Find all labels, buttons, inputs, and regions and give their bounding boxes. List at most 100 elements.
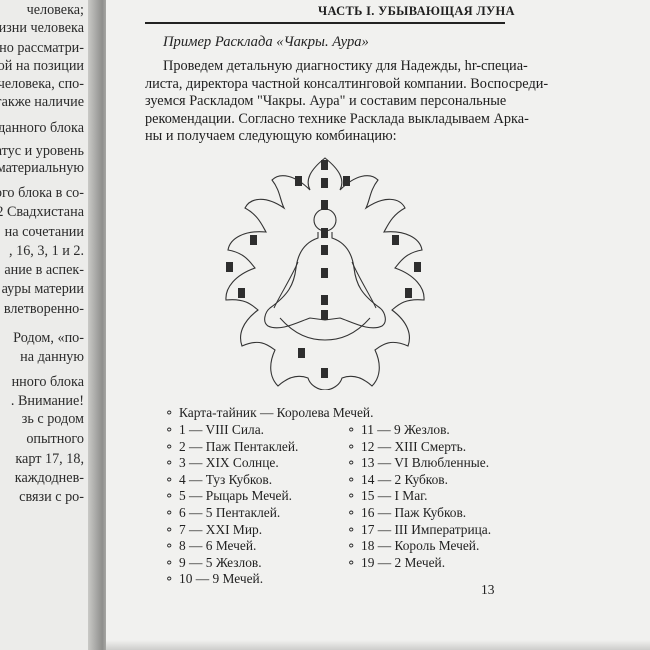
left-page-line: на сочетании xyxy=(4,224,84,240)
lotus-outline xyxy=(225,157,425,390)
card-list-text: 11 — 9 Жезлов. xyxy=(361,422,450,437)
left-page: человека; жизни человека ожно рассматри-то… xyxy=(0,0,92,650)
paragraph-line: зуемся Раскладом "Чакры. Аура" и состави… xyxy=(145,93,507,109)
left-page-line: опытного xyxy=(26,431,84,447)
section-title: Пример Расклада «Чакры. Аура» xyxy=(163,34,369,50)
card-mark xyxy=(321,200,328,210)
card-list-item: ∘ 4 — Туз Кубков. xyxy=(165,472,272,488)
card-list-text: 5 — Рыцарь Мечей. xyxy=(179,488,293,504)
card-mark xyxy=(321,245,328,255)
card-list-text: 14 — 2 Кубков. xyxy=(361,471,448,487)
card-list-item: ∘ 14 — 2 Кубков. xyxy=(347,472,448,488)
card-mark xyxy=(238,288,245,298)
card-list-item: ∘ 18 — Король Мечей. xyxy=(347,538,479,554)
card-list-text: Карта-тайник — Королева Мечей. xyxy=(179,405,374,420)
card-mark xyxy=(321,295,328,305)
left-page-line: ауры материи xyxy=(1,281,84,297)
card-list-item: ∘ 3 — XIX Солнце. xyxy=(165,455,279,471)
card-mark xyxy=(321,368,328,378)
card-list-text: 12 — XIII Смерть. xyxy=(361,438,467,454)
card-list-text: 4 — Туз Кубков. xyxy=(179,471,273,487)
bullet-icon: ∘ xyxy=(347,438,356,454)
card-list-text: 19 — 2 Мечей. xyxy=(361,554,446,570)
card-mark xyxy=(414,262,421,272)
paragraph-line: Проведем детальную диагностику для Надеж… xyxy=(163,58,528,74)
left-page-line: нного блока xyxy=(11,374,84,390)
card-list-item: ∘ 1 — VIII Сила. xyxy=(165,422,264,438)
card-list-item: ∘17 — III Императрица. xyxy=(347,522,491,538)
card-list-text: 15 — I Маг. xyxy=(361,488,428,504)
card-list-item: ∘ Карта-тайник — Королева Мечей. xyxy=(165,405,373,421)
card-marks xyxy=(226,160,421,378)
card-list-text: 6 — 5 Пентаклей. xyxy=(179,505,281,520)
bullet-icon: ∘ xyxy=(347,455,356,471)
figure-arms xyxy=(273,261,377,309)
left-page-line: человека; xyxy=(26,2,84,18)
card-list-item: ∘19 — 2 Мечей. xyxy=(347,555,445,571)
left-page-line: также наличие xyxy=(0,94,84,110)
card-list-item: ∘ 12 — XIII Смерть. xyxy=(347,439,466,455)
paragraph-line: рекомендации. Согласно технике Расклада … xyxy=(145,110,529,127)
left-page-line: , 16, 3, 1 и 2. xyxy=(9,243,84,259)
left-page-line: материальную xyxy=(0,160,84,176)
card-mark xyxy=(321,178,328,188)
card-list-text: 8 — 6 Мечей. xyxy=(179,538,257,554)
page-number: 13 xyxy=(481,582,495,597)
card-mark xyxy=(321,268,328,278)
left-page-line: ожно рассматри- xyxy=(0,40,84,56)
figure-head xyxy=(313,208,337,232)
bullet-icon: ∘ xyxy=(165,405,174,420)
left-page-line: Родом, «по- xyxy=(13,330,84,346)
right-page xyxy=(106,0,650,650)
bullet-icon: ∘ xyxy=(347,505,356,520)
paragraph-line: листа, директора частной консалтинговой … xyxy=(145,75,549,92)
card-list-text: 3 — XIX Солнце. xyxy=(179,455,279,471)
figure-legs xyxy=(279,317,371,341)
card-mark xyxy=(295,176,302,186)
bullet-icon: ∘ xyxy=(165,422,174,437)
bullet-icon: ∘ xyxy=(347,471,356,487)
card-mark xyxy=(405,288,412,298)
card-mark xyxy=(321,310,328,320)
bullet-icon: ∘ xyxy=(347,488,356,504)
card-mark xyxy=(321,228,328,238)
card-list-item: ∘5 — Рыцарь Мечей. xyxy=(165,488,292,504)
left-page-line: . Внимание! xyxy=(10,393,84,409)
left-page-line: 2 Свадхистана xyxy=(0,204,84,220)
left-page-line: жизни человека xyxy=(0,20,84,36)
card-list-item: ∘6 — 5 Пентаклей. xyxy=(165,505,280,521)
card-list-item: ∘ 13 — VI Влюбленные. xyxy=(347,455,489,471)
left-page-line: атус и уровень xyxy=(0,143,84,159)
left-page-line: влетворенно- xyxy=(3,301,84,317)
bullet-icon: ∘ xyxy=(347,538,356,554)
bullet-icon: ∘ xyxy=(347,422,356,437)
page-shadow xyxy=(106,640,650,650)
card-list-text: 10 — 9 Мечей. xyxy=(179,571,264,587)
card-mark xyxy=(392,235,399,245)
header-rule xyxy=(145,22,505,24)
card-list-text: 9 — 5 Жезлов. xyxy=(179,554,262,570)
card-list-item: ∘ 15 — I Маг. xyxy=(347,488,427,504)
left-page-line: каждоднев- xyxy=(14,470,84,486)
card-list-text: 1 — VIII Сила. xyxy=(179,422,265,437)
left-page-line: зь с родом xyxy=(21,411,84,427)
bullet-icon: ∘ xyxy=(347,521,356,537)
left-page-line: той на позиции xyxy=(0,58,84,74)
card-list-item: ∘ 11 — 9 Жезлов. xyxy=(347,422,450,438)
paragraph-line: ны и получаем следующую комбинацию: xyxy=(145,128,397,144)
bullet-icon: ∘ xyxy=(165,455,174,471)
card-list-text: 7 — XXI Мир. xyxy=(179,521,263,537)
chakra-lotus-diagram xyxy=(225,157,425,390)
card-mark xyxy=(250,235,257,245)
bullet-icon: ∘ xyxy=(165,438,174,454)
bullet-icon: ∘ xyxy=(165,554,174,570)
card-list-item: ∘10 — 9 Мечей. xyxy=(165,571,263,587)
left-page-line: карт 17, 18, xyxy=(15,451,84,467)
left-page-line: ого блока в со- xyxy=(0,185,84,201)
card-list-text: 18 — Король Мечей. xyxy=(361,538,480,554)
card-list-text: 13 — VI Влюбленные. xyxy=(361,455,490,471)
bullet-icon: ∘ xyxy=(165,471,174,487)
running-header: ЧАСТЬ I. УБЫВАЮЩАЯ ЛУНА xyxy=(318,4,515,18)
card-mark xyxy=(343,176,350,186)
bullet-icon: ∘ xyxy=(165,538,174,554)
